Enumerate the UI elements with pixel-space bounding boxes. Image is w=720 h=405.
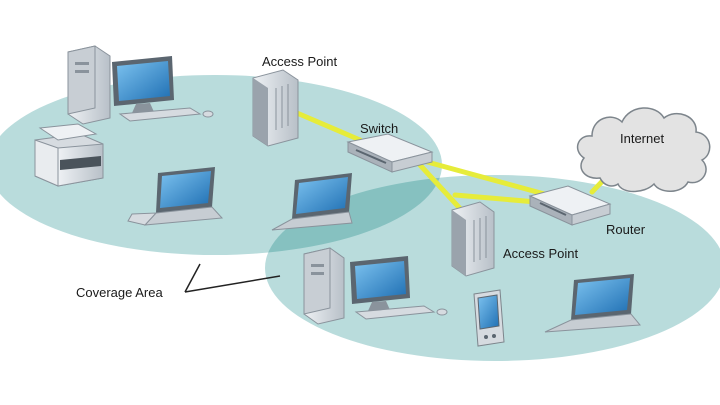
switch-icon	[346, 133, 434, 173]
router-icon	[528, 185, 612, 226]
laptop-icon	[127, 167, 224, 226]
cable-switch-ap2	[417, 162, 469, 218]
desktop-computer-icon	[67, 45, 214, 125]
printer-icon	[34, 123, 104, 187]
cloud-icon	[576, 107, 711, 193]
coverage-overlap	[265, 175, 442, 255]
access-point-icon	[252, 69, 299, 147]
access-point-icon	[451, 201, 495, 277]
desktop-computer-icon	[303, 247, 448, 325]
internet-label: Internet	[620, 131, 664, 146]
switch-label: Switch	[360, 121, 398, 136]
access-point-top-label: Access Point	[262, 54, 338, 69]
cable-ap1-switch	[287, 107, 363, 143]
coverage-area-label: Coverage Area	[76, 285, 163, 300]
router-label: Router	[606, 222, 646, 237]
pda-icon	[473, 289, 505, 347]
laptop-icon	[544, 274, 641, 333]
coverage-area-callout	[184, 263, 281, 293]
laptop-icon	[271, 173, 353, 231]
cable-switch-router	[417, 157, 551, 198]
access-point-bottom-label: Access Point	[503, 246, 579, 261]
